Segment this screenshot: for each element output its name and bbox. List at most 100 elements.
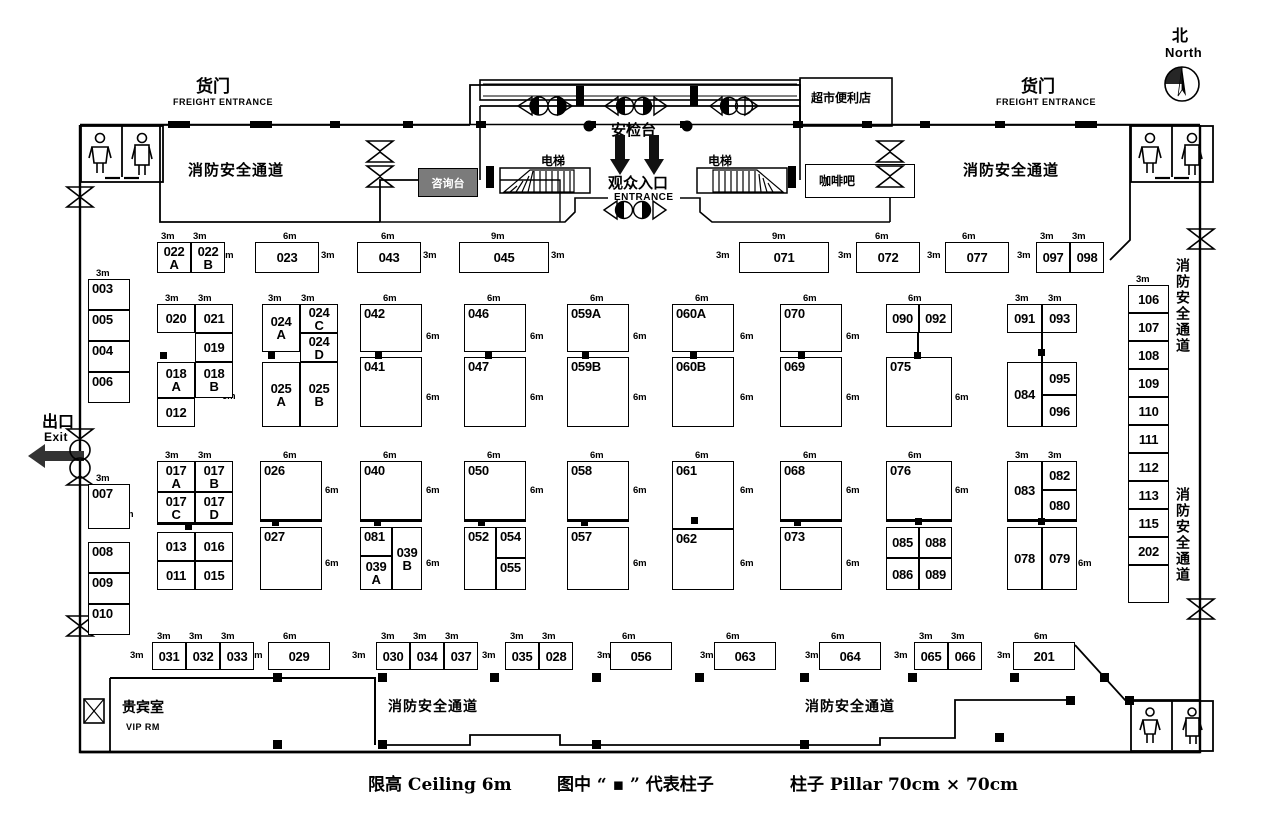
booth-070[interactable]: 070 <box>780 304 842 352</box>
booth-073[interactable]: 073 <box>780 527 842 590</box>
booth-060A[interactable]: 060A <box>672 304 734 352</box>
booth-024A[interactable]: 024 A <box>262 304 300 352</box>
booth-069[interactable]: 069 <box>780 357 842 427</box>
booth-060B[interactable]: 060B <box>672 357 734 427</box>
booth-018A[interactable]: 018 A <box>157 362 195 398</box>
booth-085[interactable]: 085 <box>886 527 919 558</box>
booth-047[interactable]: 047 <box>464 357 526 427</box>
booth-024D[interactable]: 024 D <box>300 333 338 362</box>
booth-096[interactable]: 096 <box>1042 395 1077 427</box>
booth-015[interactable]: 015 <box>195 561 233 590</box>
booth-059A[interactable]: 059A <box>567 304 629 352</box>
booth-055[interactable]: 055 <box>496 558 526 590</box>
booth-061[interactable]: 061 <box>672 461 734 529</box>
booth-033[interactable]: 033 <box>220 642 254 670</box>
booth-020[interactable]: 020 <box>157 304 195 333</box>
booth-092[interactable]: 092 <box>919 304 952 333</box>
booth-046[interactable]: 046 <box>464 304 526 352</box>
booth-084[interactable]: 084 <box>1007 362 1042 427</box>
booth-027[interactable]: 027 <box>260 527 322 590</box>
booth-003[interactable]: 003 <box>88 279 130 310</box>
booth-013[interactable]: 013 <box>157 532 195 561</box>
booth-030[interactable]: 030 <box>376 642 410 670</box>
booth-041[interactable]: 041 <box>360 357 422 427</box>
booth-080[interactable]: 080 <box>1042 490 1077 520</box>
booth-050[interactable]: 050 <box>464 461 526 520</box>
booth-004[interactable]: 004 <box>88 341 130 372</box>
booth-109[interactable]: 109 <box>1128 369 1169 397</box>
booth-022A[interactable]: 022 A <box>157 242 191 273</box>
booth-037[interactable]: 037 <box>444 642 478 670</box>
booth-083[interactable]: 083 <box>1007 461 1042 520</box>
booth-111[interactable]: 111 <box>1128 425 1169 453</box>
booth-058[interactable]: 058 <box>567 461 629 520</box>
booth-089[interactable]: 089 <box>919 558 952 590</box>
booth-025B[interactable]: 025 B <box>300 362 338 427</box>
booth-024C[interactable]: 024 C <box>300 304 338 333</box>
booth-057[interactable]: 057 <box>567 527 629 590</box>
booth-017B[interactable]: 017 B <box>195 461 233 492</box>
booth-098[interactable]: 098 <box>1070 242 1104 273</box>
booth-082[interactable]: 082 <box>1042 461 1077 490</box>
booth-090[interactable]: 090 <box>886 304 919 333</box>
booth-008[interactable]: 008 <box>88 542 130 573</box>
booth-028[interactable]: 028 <box>539 642 573 670</box>
booth-016[interactable]: 016 <box>195 532 233 561</box>
booth-005[interactable]: 005 <box>88 310 130 341</box>
booth-039A[interactable]: 039 A <box>360 556 392 590</box>
booth-107[interactable]: 107 <box>1128 313 1169 341</box>
booth-081[interactable]: 081 <box>360 527 392 556</box>
booth-021[interactable]: 021 <box>195 304 233 333</box>
booth-045[interactable]: 045 <box>459 242 549 273</box>
booth-029[interactable]: 029 <box>268 642 330 670</box>
booth-011[interactable]: 011 <box>157 561 195 590</box>
booth-017D[interactable]: 017 D <box>195 492 233 523</box>
booth-066[interactable]: 066 <box>948 642 982 670</box>
booth-088[interactable]: 088 <box>919 527 952 558</box>
booth-201[interactable]: 201 <box>1013 642 1075 670</box>
booth-019[interactable]: 019 <box>195 333 233 362</box>
booth-018B[interactable]: 018 B <box>195 362 233 398</box>
booth-052[interactable]: 052 <box>464 527 496 590</box>
booth-039B[interactable]: 039 B <box>392 527 422 590</box>
booth-093[interactable]: 093 <box>1042 304 1077 333</box>
booth-110[interactable]: 110 <box>1128 397 1169 425</box>
booth-017A[interactable]: 017 A <box>157 461 195 492</box>
booth-022B[interactable]: 022 B <box>191 242 225 273</box>
booth-071[interactable]: 071 <box>739 242 829 273</box>
booth-007[interactable]: 007 <box>88 484 130 529</box>
booth-076[interactable]: 076 <box>886 461 952 520</box>
booth-054[interactable]: 054 <box>496 527 526 558</box>
booth-095[interactable]: 095 <box>1042 362 1077 395</box>
booth-068[interactable]: 068 <box>780 461 842 520</box>
booth-042[interactable]: 042 <box>360 304 422 352</box>
booth-010[interactable]: 010 <box>88 604 130 635</box>
booth-034[interactable]: 034 <box>410 642 444 670</box>
booth-078[interactable]: 078 <box>1007 527 1042 590</box>
booth-012[interactable]: 012 <box>157 398 195 427</box>
booth-065[interactable]: 065 <box>914 642 948 670</box>
booth-106[interactable]: 106 <box>1128 285 1169 313</box>
booth-108[interactable]: 108 <box>1128 341 1169 369</box>
booth-040[interactable]: 040 <box>360 461 422 520</box>
booth-097[interactable]: 097 <box>1036 242 1070 273</box>
booth-086[interactable]: 086 <box>886 558 919 590</box>
booth-023[interactable]: 023 <box>255 242 319 273</box>
booth-075[interactable]: 075 <box>886 357 952 427</box>
booth-035[interactable]: 035 <box>505 642 539 670</box>
booth-026[interactable]: 026 <box>260 461 322 520</box>
booth-062[interactable]: 062 <box>672 529 734 590</box>
booth-072[interactable]: 072 <box>856 242 920 273</box>
booth-115[interactable]: 115 <box>1128 509 1169 537</box>
booth-079[interactable]: 079 <box>1042 527 1077 590</box>
booth-006[interactable]: 006 <box>88 372 130 403</box>
booth-032[interactable]: 032 <box>186 642 220 670</box>
booth-025A[interactable]: 025 A <box>262 362 300 427</box>
booth-017C[interactable]: 017 C <box>157 492 195 523</box>
booth-063[interactable]: 063 <box>714 642 776 670</box>
booth-056[interactable]: 056 <box>610 642 672 670</box>
booth-202[interactable]: 202 <box>1128 537 1169 565</box>
booth-059B[interactable]: 059B <box>567 357 629 427</box>
booth-031[interactable]: 031 <box>152 642 186 670</box>
booth-077[interactable]: 077 <box>945 242 1009 273</box>
